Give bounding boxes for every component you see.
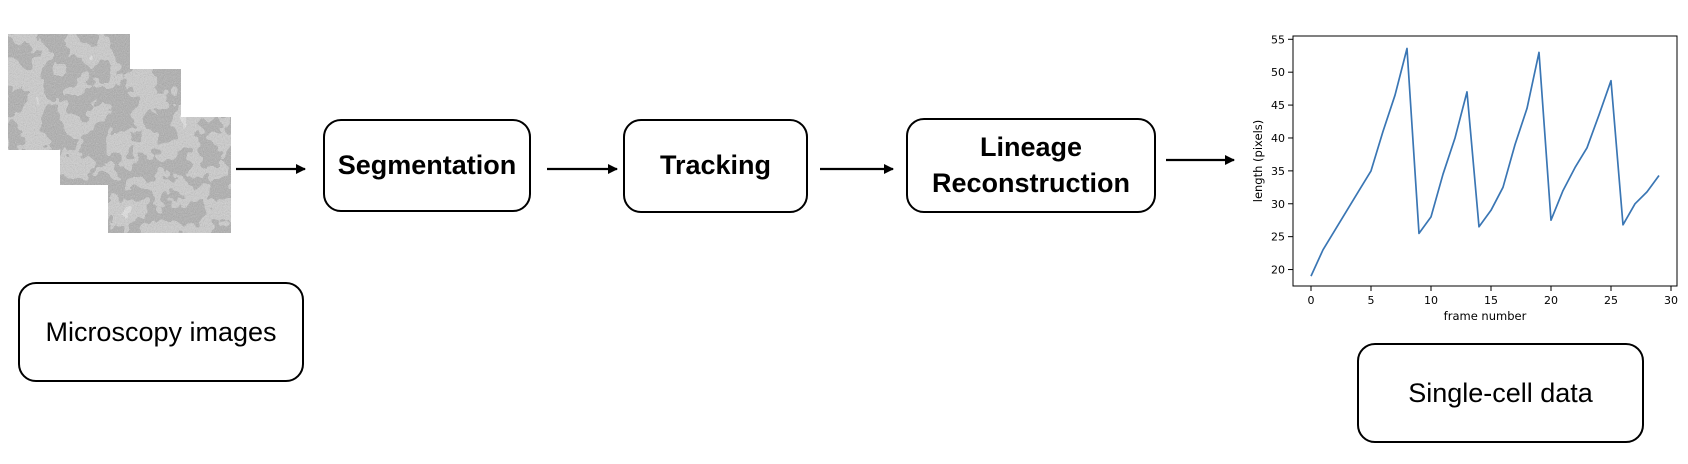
y-tick-label: 20 bbox=[1271, 264, 1285, 277]
tracking-label: Tracking bbox=[659, 150, 772, 181]
x-tick-label: 20 bbox=[1544, 294, 1558, 307]
x-axis-label: frame number bbox=[1444, 309, 1527, 323]
y-tick-label: 50 bbox=[1271, 66, 1285, 79]
x-tick-label: 30 bbox=[1664, 294, 1678, 307]
x-axis-ticks: 0 5 10 15 20 25 30 bbox=[1308, 286, 1678, 307]
lineage-reconstruction-box: Lineage Reconstruction bbox=[906, 118, 1156, 213]
tracking-box: Tracking bbox=[623, 119, 808, 213]
lineage-label-line2: Reconstruction bbox=[931, 167, 1131, 198]
lineage-label-line1: Lineage bbox=[979, 132, 1083, 163]
microscopy-images-label: Microscopy images bbox=[45, 316, 277, 347]
y-tick-label: 25 bbox=[1271, 231, 1285, 244]
y-axis-ticks: 20 25 30 35 40 45 50 55 bbox=[1271, 33, 1293, 277]
x-tick-label: 25 bbox=[1604, 294, 1618, 307]
single-cell-data-label: Single-cell data bbox=[1408, 377, 1593, 408]
segmentation-box: Segmentation bbox=[323, 119, 531, 212]
micrograph-front bbox=[108, 117, 231, 233]
segmentation-label: Segmentation bbox=[337, 149, 517, 180]
x-tick-label: 5 bbox=[1368, 294, 1375, 307]
microscopy-images-box: Microscopy images bbox=[18, 282, 304, 382]
x-tick-label: 0 bbox=[1308, 294, 1315, 307]
y-axis-label: length (pixels) bbox=[1251, 120, 1265, 203]
y-tick-label: 35 bbox=[1271, 165, 1285, 178]
x-tick-label: 15 bbox=[1484, 294, 1498, 307]
single-cell-data-box: Single-cell data bbox=[1357, 343, 1644, 443]
x-tick-label: 10 bbox=[1424, 294, 1438, 307]
y-tick-label: 45 bbox=[1271, 99, 1285, 112]
y-tick-label: 40 bbox=[1271, 132, 1285, 145]
y-tick-label: 30 bbox=[1271, 198, 1285, 211]
y-tick-label: 55 bbox=[1271, 33, 1285, 46]
series-line bbox=[1310, 47, 1660, 277]
plot-frame bbox=[1292, 35, 1678, 287]
